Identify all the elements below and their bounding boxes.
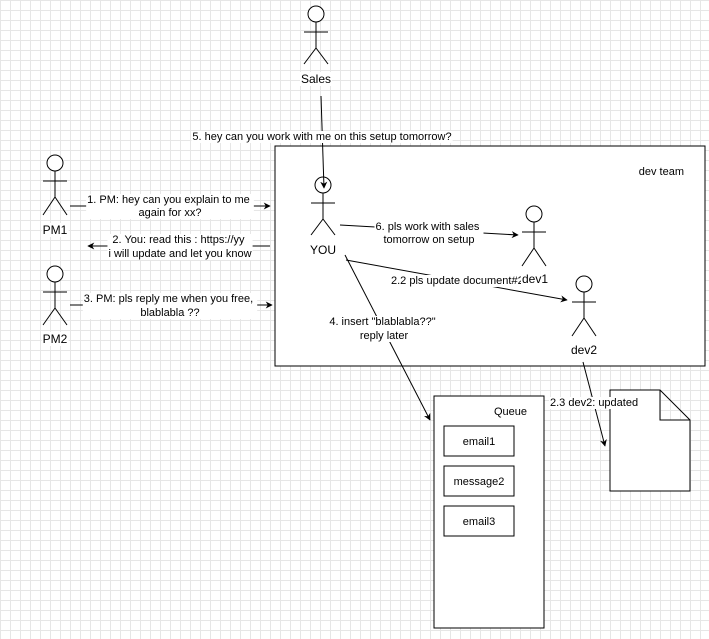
actor-pm1: [42, 154, 68, 216]
msg-4-label: 4. insert "blablabla??" reply later: [329, 316, 438, 342]
label-background: [569, 343, 599, 357]
label-background: [107, 234, 253, 260]
actor-dev2-label: dev2: [571, 343, 597, 357]
document-shape: [609, 389, 691, 492]
actor-sales: [303, 5, 329, 65]
actor-dev1: [521, 205, 547, 267]
msg-2-3-label: 2.3 dev2: updated: [550, 397, 638, 409]
label-background: [299, 72, 333, 86]
msg-2-label: 2. You: read this : https://yy i will up…: [108, 234, 251, 260]
queue-item-message2: message2: [454, 476, 505, 488]
label-background: [191, 131, 453, 143]
msg-1-label: 1. PM: hey can you explain to me again f…: [87, 194, 253, 219]
label-background: [521, 272, 550, 286]
label-background: [637, 166, 685, 178]
msg-3-label: 3. PM: pls reply me when you free, blabl…: [84, 293, 256, 319]
actor-pm2: [42, 265, 68, 326]
label-background: [549, 397, 640, 409]
queue-item-email1: email1: [463, 436, 495, 448]
label-background: [461, 436, 497, 448]
dev-team-label: dev team: [639, 166, 684, 178]
msg-6-label: 6. pls work with sales tomorrow on setup: [376, 221, 483, 246]
actor-pm1-label: PM1: [43, 223, 68, 237]
label-background: [328, 316, 440, 342]
msg-5-label: 5. hey can you work with me on this setu…: [192, 131, 451, 143]
label-background: [492, 406, 528, 418]
queue-container: Queue email1 message2 email3: [433, 395, 545, 629]
label-background: [390, 275, 525, 287]
label-background: [41, 223, 69, 237]
actor-sales-label: Sales: [301, 72, 331, 86]
msg-2-2-label: 2.2 pls update document#2: [391, 275, 524, 287]
actor-dev2: [571, 275, 597, 337]
actor-you-label: YOU: [310, 243, 336, 257]
label-background: [308, 243, 338, 257]
queue-item-email3: email3: [463, 516, 495, 528]
label-background: [461, 516, 497, 528]
label-background: [452, 476, 506, 488]
label-background: [86, 194, 254, 219]
label-background: [41, 332, 69, 346]
queue-title: Queue: [494, 406, 527, 418]
label-background: [374, 221, 484, 246]
actor-dev1-label: dev1: [522, 272, 548, 286]
label-background: [82, 293, 258, 319]
actor-pm2-label: PM2: [43, 332, 68, 346]
